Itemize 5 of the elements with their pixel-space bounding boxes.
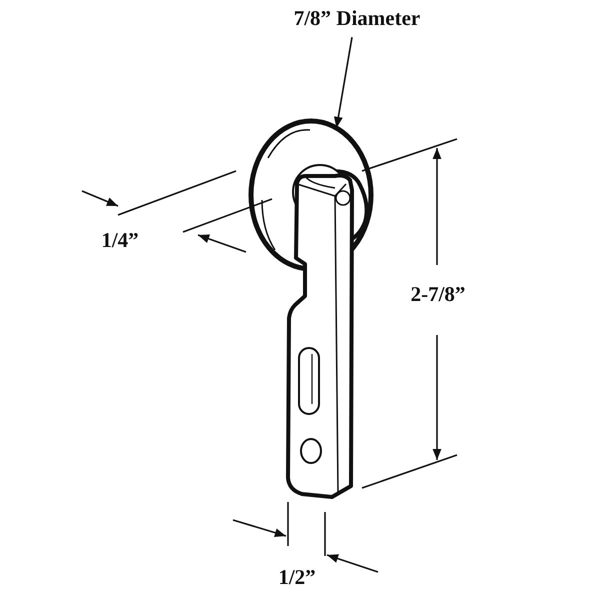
dimension-label: 1/4”: [100, 228, 140, 254]
dimension-label: 7/8” Diameter: [290, 6, 424, 32]
leader-line: [334, 37, 353, 128]
dimension-label: 1/2”: [277, 565, 317, 590]
dimension-label: 2-7/8”: [410, 282, 466, 308]
